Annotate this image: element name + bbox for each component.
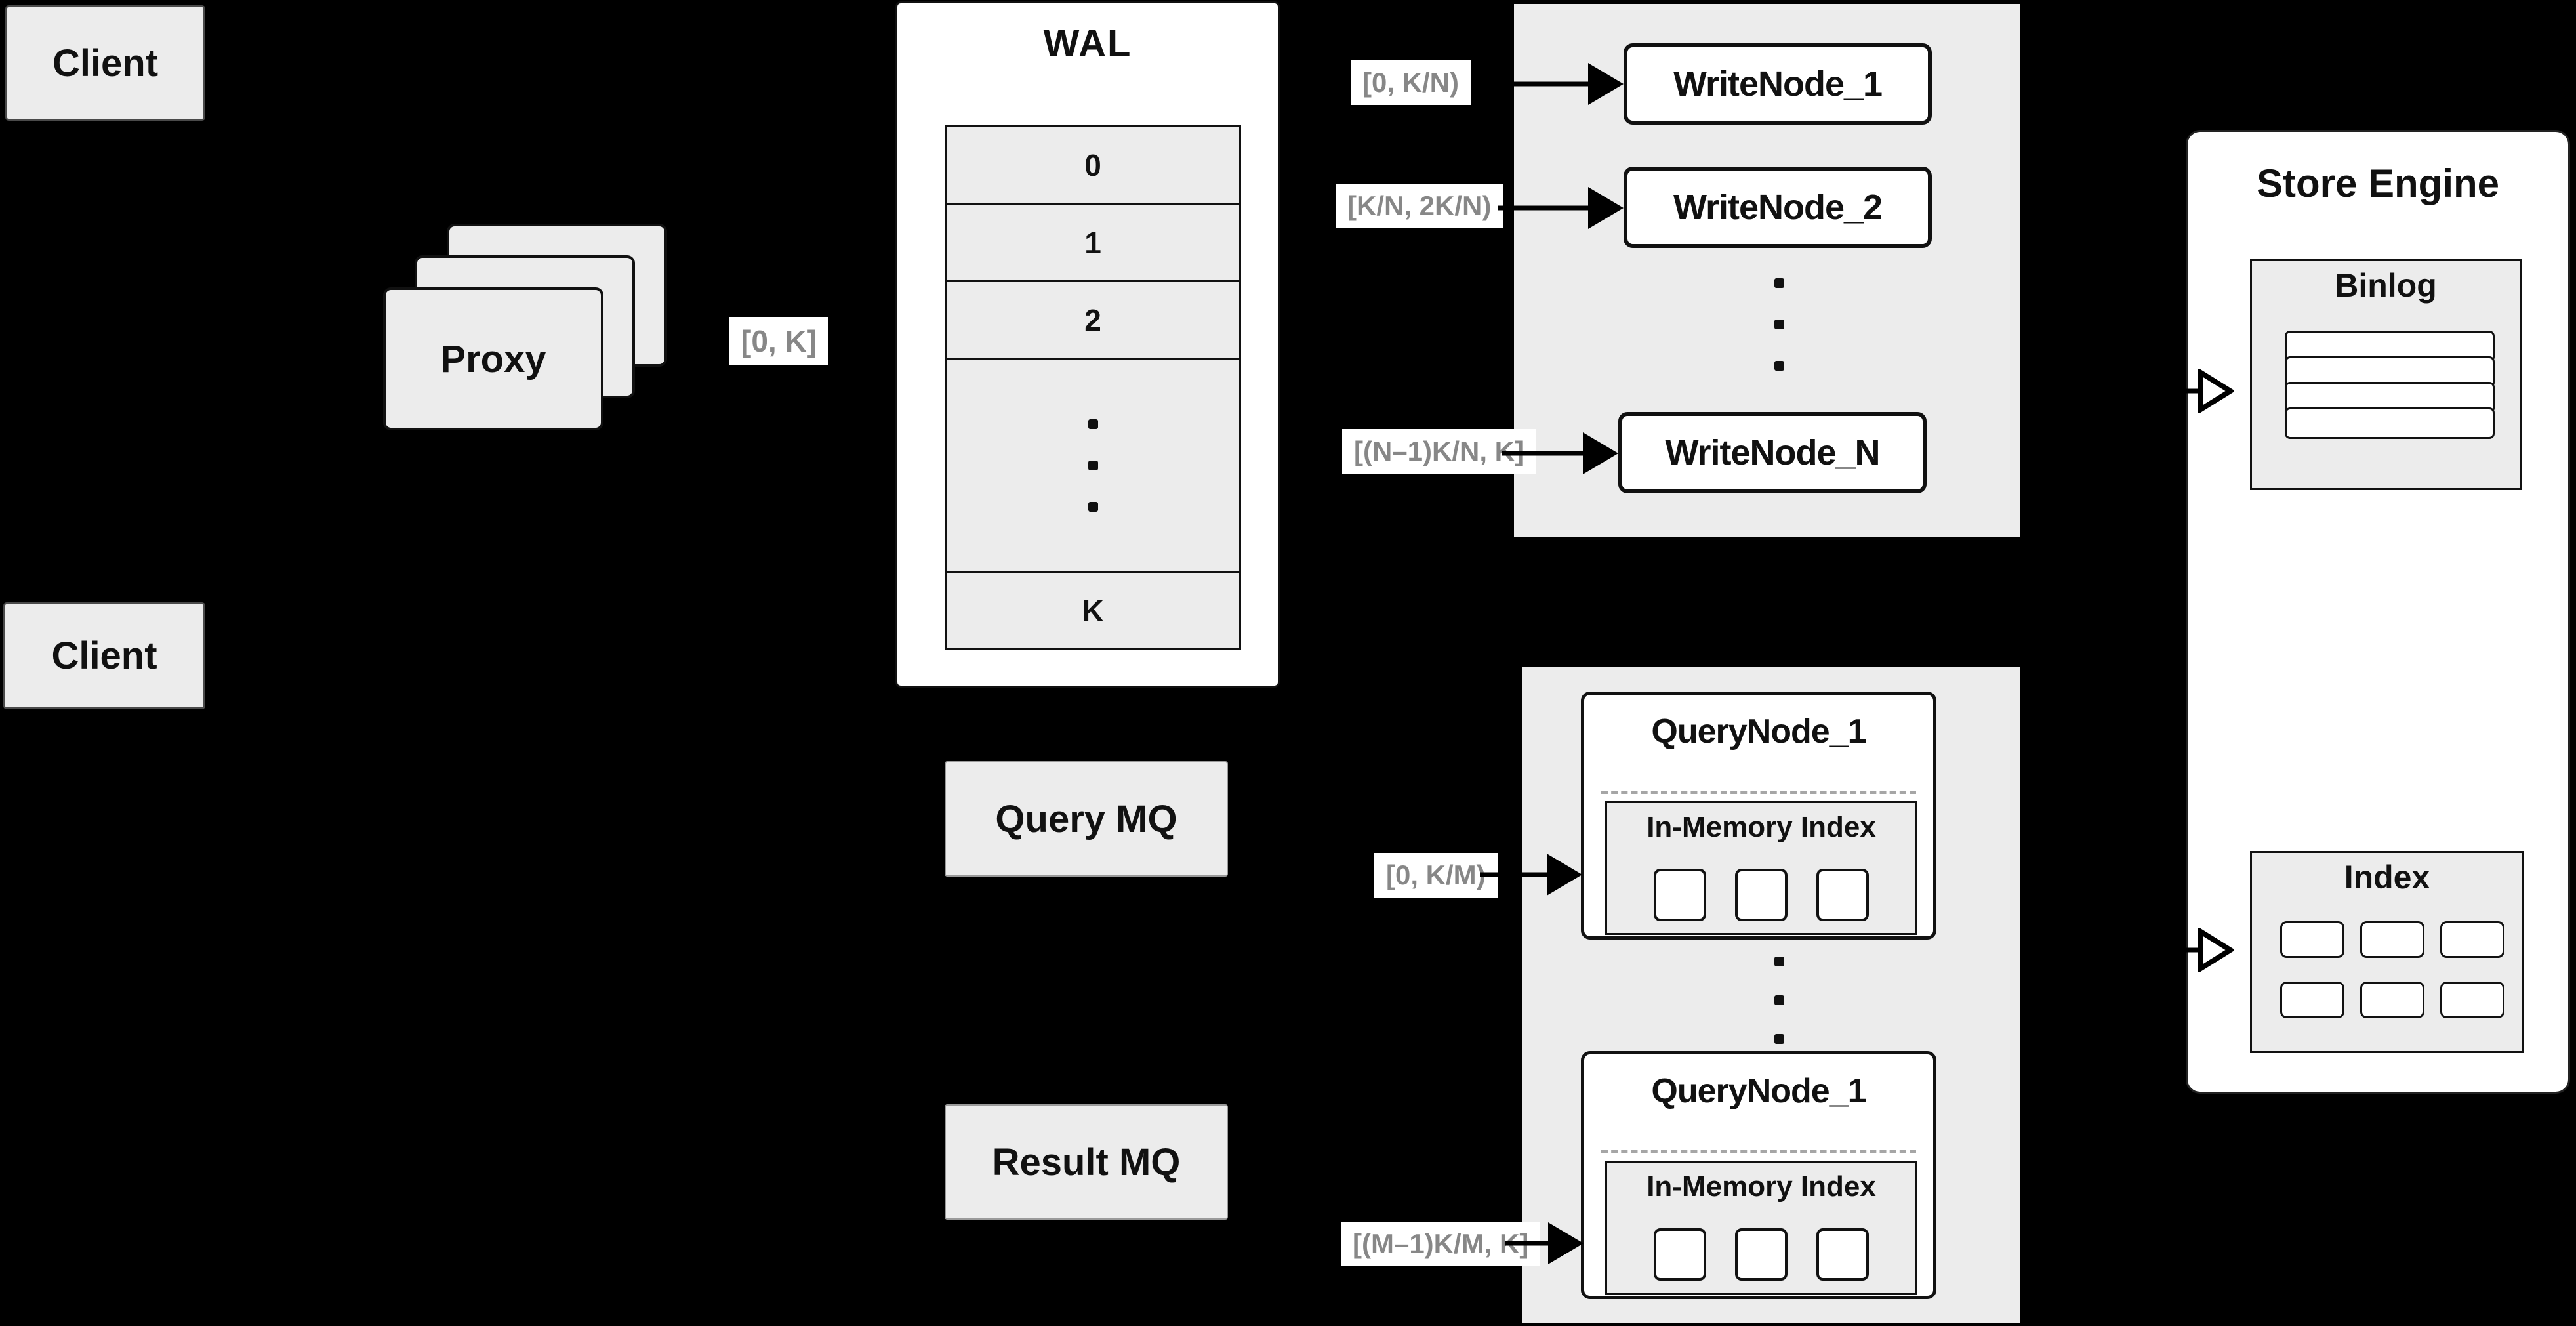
index-box: Index <box>2250 851 2524 1053</box>
client-box-bottom: Client <box>3 602 205 709</box>
query-node-top: QueryNode_1 In-Memory Index <box>1581 692 1936 940</box>
index-cell <box>2360 982 2424 1018</box>
wal-row-ellipsis <box>945 358 1241 573</box>
range-label-write-node-2: [K/N, 2K/N) <box>1336 184 1503 228</box>
client-top-label: Client <box>52 41 159 85</box>
in-memory-segments <box>1607 869 1915 921</box>
arrow-to-write-node-n <box>1502 432 1618 474</box>
query-node-bottom: QueryNode_1 In-Memory Index <box>1581 1051 1936 1299</box>
wal-title: WAL <box>1043 22 1132 65</box>
arrow-to-query-node-top <box>1480 854 1582 896</box>
wal-segment-table: 0 1 2 K <box>945 125 1241 650</box>
dashed-divider <box>1601 791 1916 794</box>
query-node-bottom-title: QueryNode_1 <box>1651 1072 1866 1110</box>
segment-cell <box>1735 1228 1788 1281</box>
arrow-to-index <box>2156 928 2234 972</box>
query-mq-label: Query MQ <box>995 797 1177 840</box>
in-memory-index-box: In-Memory Index <box>1605 801 1917 935</box>
write-node-2-label: WriteNode_2 <box>1673 188 1883 227</box>
store-engine-title: Store Engine <box>2256 161 2500 205</box>
wal-box: WAL 0 1 2 K <box>895 1 1280 688</box>
binlog-box: Binlog <box>2250 259 2522 490</box>
arrow-to-query-node-bottom <box>1505 1222 1584 1264</box>
store-engine-box: Store Engine Binlog Index <box>2186 130 2570 1094</box>
write-node-ellipsis-icon <box>1774 278 1784 371</box>
index-cell <box>2440 921 2504 958</box>
segment-cell <box>1816 1228 1869 1281</box>
write-node-n-label: WriteNode_N <box>1665 433 1880 472</box>
query-mq-box: Query MQ <box>945 761 1228 877</box>
wal-row-k: K <box>945 571 1241 650</box>
range-label-write-node-1: [0, K/N) <box>1351 60 1471 105</box>
range-label-write-node-n: [(N–1)K/N, K] <box>1342 429 1536 474</box>
in-memory-segments <box>1607 1228 1915 1281</box>
binlog-row <box>2285 407 2495 439</box>
range-label-query-node-1: [0, K/M) <box>1374 853 1498 898</box>
wal-row-0: 0 <box>945 125 1241 205</box>
in-memory-index-title: In-Memory Index <box>1646 811 1876 843</box>
index-cell <box>2280 982 2344 1018</box>
arrow-to-binlog <box>2156 369 2234 413</box>
vertical-ellipsis-icon <box>1088 419 1098 512</box>
client-box-top: Client <box>5 5 205 121</box>
result-mq-box: Result MQ <box>945 1104 1228 1220</box>
proxy-label: Proxy <box>440 337 546 381</box>
segment-cell <box>1735 869 1788 921</box>
index-cell <box>2360 921 2424 958</box>
write-node-2: WriteNode_2 <box>1624 167 1932 248</box>
index-title: Index <box>2344 859 2430 896</box>
wal-row-2: 2 <box>945 280 1241 360</box>
range-label-proxy-wal: [0, K] <box>729 317 828 365</box>
write-node-1-label: WriteNode_1 <box>1673 64 1883 104</box>
binlog-title: Binlog <box>2335 267 2437 304</box>
in-memory-index-title: In-Memory Index <box>1646 1171 1876 1203</box>
proxy-card-front: Proxy <box>383 287 603 430</box>
arrow-to-write-node-2 <box>1498 187 1624 229</box>
index-cell <box>2440 982 2504 1018</box>
segment-cell <box>1654 869 1706 921</box>
arrow-to-write-node-1 <box>1476 63 1624 105</box>
result-mq-label: Result MQ <box>992 1140 1181 1184</box>
range-label-query-node-m: [(M–1)K/M, K] <box>1341 1222 1541 1266</box>
in-memory-index-box: In-Memory Index <box>1605 1161 1917 1295</box>
wal-row-1: 1 <box>945 203 1241 282</box>
segment-cell <box>1816 869 1869 921</box>
write-node-1: WriteNode_1 <box>1624 43 1932 125</box>
query-node-ellipsis-icon <box>1774 957 1784 1044</box>
query-node-top-title: QueryNode_1 <box>1651 713 1866 751</box>
segment-cell <box>1654 1228 1706 1281</box>
index-cell <box>2280 921 2344 958</box>
write-node-n: WriteNode_N <box>1618 412 1927 493</box>
dashed-divider <box>1601 1150 1916 1153</box>
client-bottom-label: Client <box>51 634 157 677</box>
